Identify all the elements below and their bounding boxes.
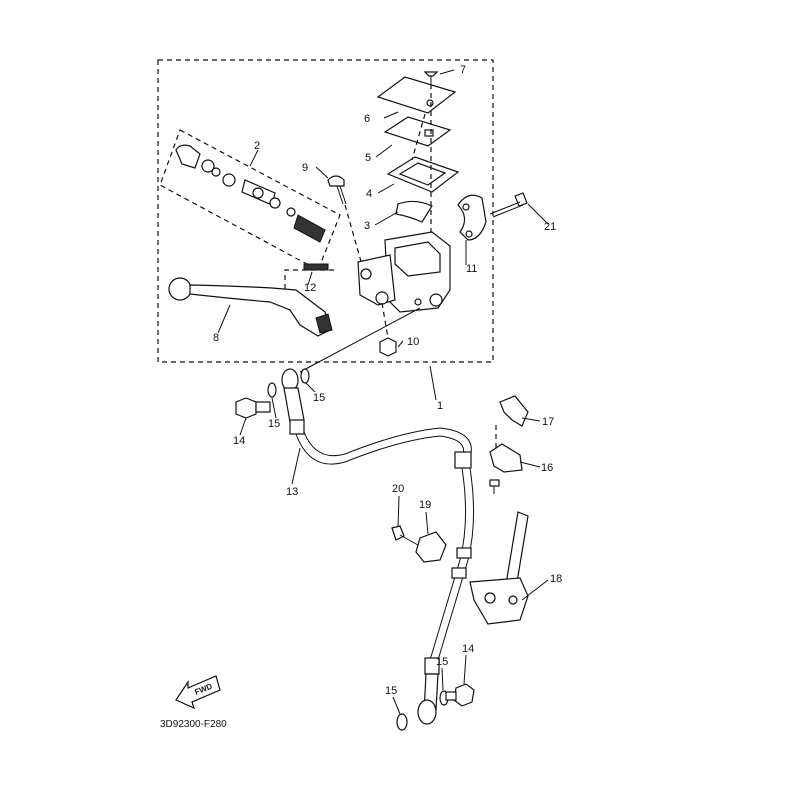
clamp-bolt	[489, 192, 528, 218]
callout-15-lower-a: 15	[436, 656, 448, 668]
pivot-nut	[379, 337, 397, 357]
brake-hose	[295, 427, 475, 661]
hose-clamp	[415, 531, 447, 563]
callout-14-lower: 14	[462, 643, 474, 655]
hose-holder	[489, 443, 523, 473]
holder-screw	[489, 479, 500, 494]
callout-15-upper-b: 15	[313, 392, 325, 404]
callout-1: 1	[437, 400, 443, 412]
callout-21: 21	[544, 221, 556, 233]
callout-6: 6	[364, 113, 370, 125]
hose-banjo-lower	[417, 657, 440, 725]
hose-clip-upper	[499, 395, 529, 427]
assembly-frame	[157, 59, 494, 363]
leader-lines	[217, 69, 549, 715]
callout-14-upper: 14	[233, 435, 245, 447]
diagram-code: 3D92300-F280	[160, 719, 227, 730]
cap-screw	[423, 71, 439, 84]
callout-12: 12	[304, 282, 316, 294]
adjuster-spring	[303, 263, 329, 271]
master-cylinder-body	[357, 231, 451, 313]
callout-19: 19	[419, 499, 431, 511]
diaphragm	[386, 156, 460, 193]
reservoir-cap	[376, 76, 457, 114]
hose-banjo-upper	[281, 368, 305, 435]
copper-washer-lower-b	[396, 713, 408, 731]
copper-washer-upper-b	[300, 368, 310, 384]
callout-15-upper-a: 15	[268, 418, 280, 430]
callout-2: 2	[254, 140, 260, 152]
pivot-bolt	[327, 175, 363, 266]
callout-18: 18	[550, 573, 562, 585]
callout-labels: 7 6 5 4 3 2 9 11 21 12 8 10 1 14 15 15 1…	[213, 64, 562, 697]
float	[395, 200, 433, 223]
callout-16: 16	[541, 462, 553, 474]
union-bolt-upper	[235, 397, 271, 419]
callout-11: 11	[466, 263, 477, 275]
callout-3: 3	[364, 220, 370, 232]
fwd-arrow-icon: FWD	[175, 675, 221, 710]
hose-guide-bracket	[469, 511, 529, 625]
callout-9: 9	[302, 162, 308, 174]
diaphragm-plate	[383, 116, 452, 147]
callout-17: 17	[542, 416, 554, 428]
callout-20: 20	[392, 483, 404, 495]
callout-10: 10	[407, 336, 419, 348]
piston-kit	[175, 144, 326, 243]
copper-washer-upper-a	[267, 382, 277, 398]
clamp-bolt-small	[391, 525, 419, 546]
callout-5: 5	[365, 152, 371, 164]
piston-kit-frame	[159, 129, 341, 271]
callout-8: 8	[213, 332, 219, 344]
callout-13: 13	[286, 486, 298, 498]
brake-lever	[168, 277, 333, 337]
callout-15-lower-b: 15	[385, 685, 397, 697]
callout-4: 4	[366, 188, 372, 200]
callout-7: 7	[460, 64, 466, 76]
union-bolt-lower	[445, 683, 475, 707]
holder-clamp	[457, 194, 487, 241]
